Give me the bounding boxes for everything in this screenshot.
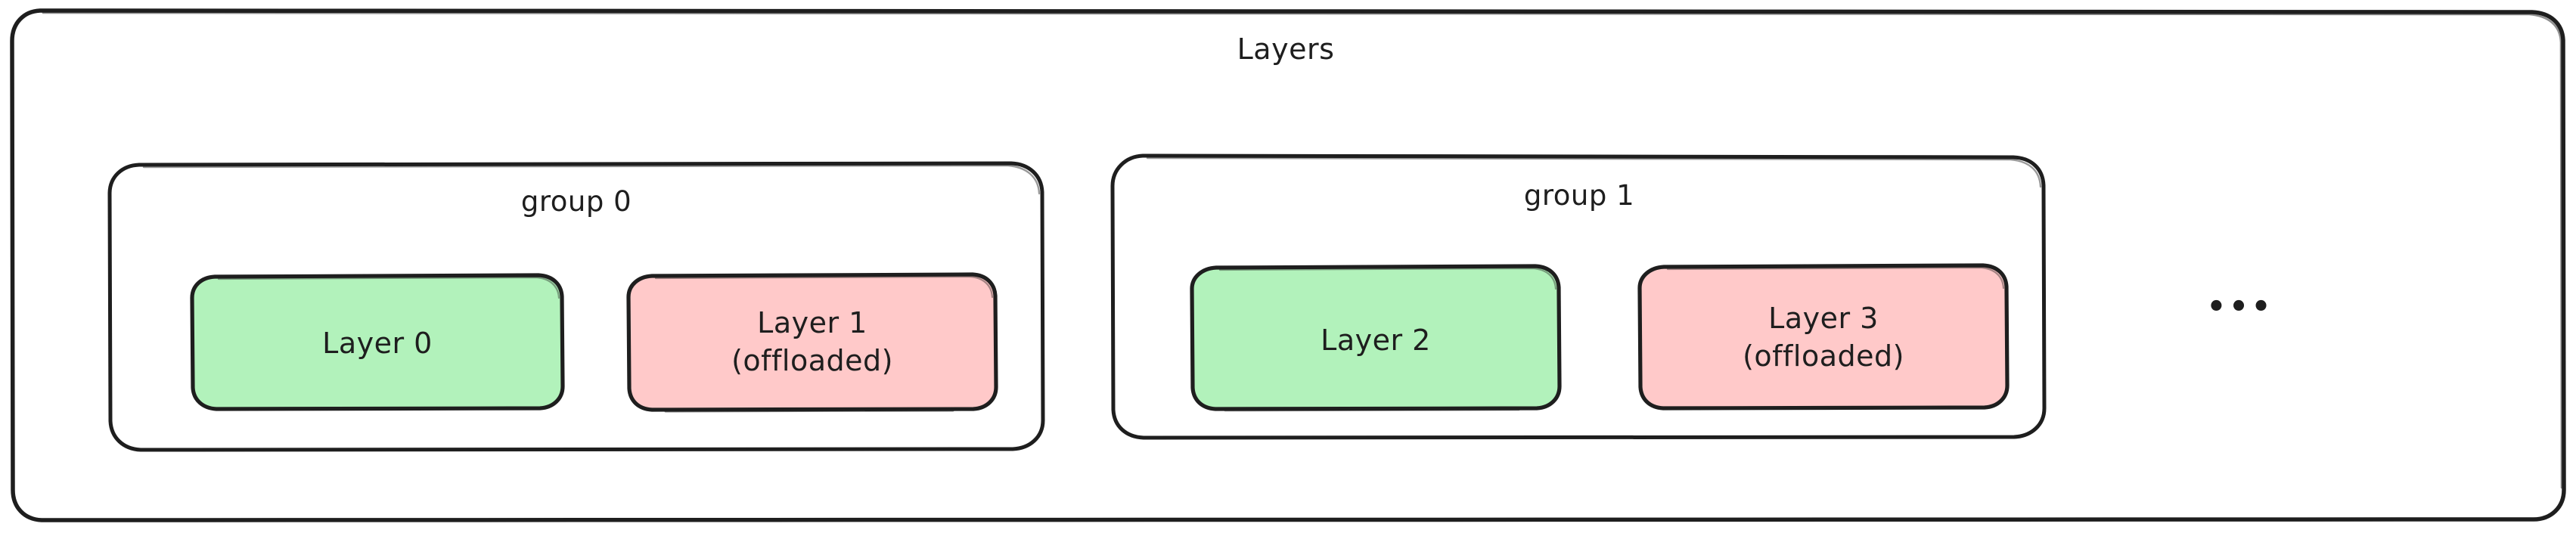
page-title: Layers — [1237, 33, 1335, 66]
layer-0-shape[interactable] — [190, 273, 565, 411]
layer-1-name-label: Layer 1 — [757, 306, 867, 339]
layer-1-shape[interactable] — [626, 272, 998, 413]
layer-3-status-label: (offloaded) — [1743, 339, 1904, 373]
layer-2-label: Layer 2 — [1321, 324, 1431, 357]
layer-2-shape[interactable] — [1190, 264, 1562, 412]
layer-3-shape[interactable] — [1637, 263, 2010, 411]
layer-0-label: Layer 0 — [322, 327, 433, 360]
group-0-label: group 0 — [520, 185, 632, 218]
layers-container-outline — [10, 8, 2566, 522]
layer-1-status-label: (offloaded) — [731, 344, 893, 377]
layer-3-name-label: Layer 3 — [1768, 302, 1879, 335]
group-1-label: group 1 — [1523, 179, 1635, 212]
ellipsis-icon: ••• — [2206, 290, 2274, 324]
